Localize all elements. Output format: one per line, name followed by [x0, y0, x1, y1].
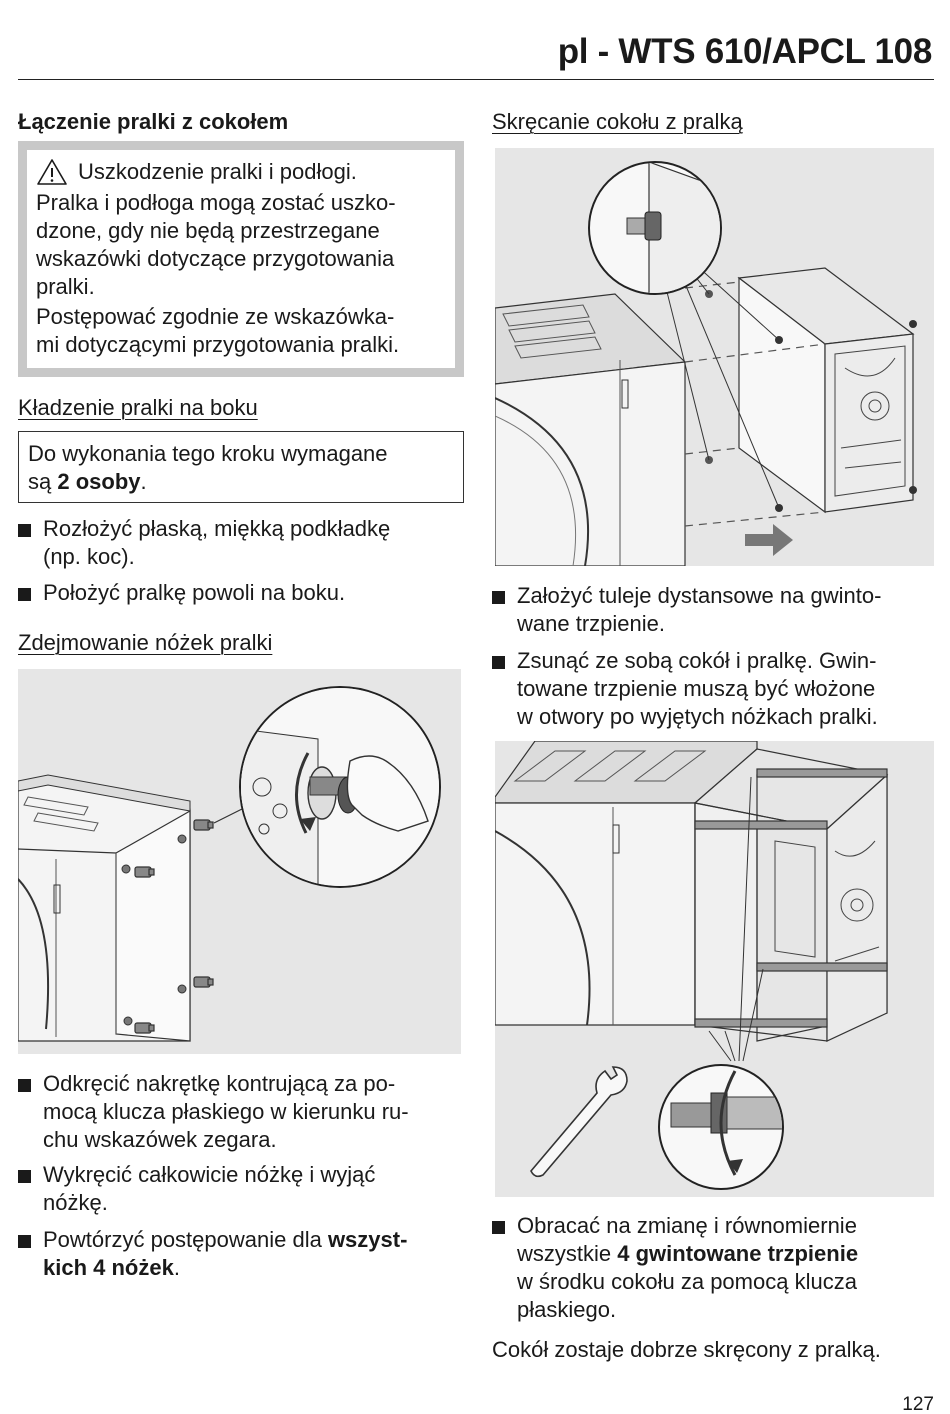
bullet-square-icon — [18, 1170, 31, 1183]
text-line: (np. koc). — [43, 544, 135, 569]
text-span: są — [28, 469, 58, 494]
text-line: Założyć tuleje dystansowe na gwinto- — [517, 583, 882, 608]
closing-text: Cokół zostaje dobrze skręcony z pralką. — [492, 1337, 881, 1362]
page-number: 127 — [902, 1394, 934, 1414]
text-line: Zsunąć ze sobą cokół i pralkę. Gwin- — [517, 648, 877, 673]
bold-span: wszyst- — [327, 1227, 408, 1252]
subheading-screwing-plinth: Skręcanie cokołu z pralką — [492, 109, 743, 134]
list-item: Założyć tuleje dystansowe na gwinto-wane… — [492, 582, 881, 638]
bullet-square-icon — [18, 1079, 31, 1092]
text-line: mocą klucza płaskiego w kierunku ru- — [43, 1099, 409, 1124]
text-line: Wykręcić całkowicie nóżkę i wyjąć — [43, 1162, 376, 1187]
list-item: Zsunąć ze sobą cokół i pralkę. Gwin-towa… — [492, 647, 878, 731]
subheading-laying-on-side: Kładzenie pralki na boku — [18, 395, 258, 420]
list-item: Położyć pralkę powoli na boku. — [18, 579, 345, 607]
warning-title: Uszkodzenie pralki i podłogi. — [78, 159, 357, 184]
text-line: wszystkie 4 gwintowane trzpienie — [517, 1240, 858, 1268]
bullet-square-icon — [18, 1235, 31, 1248]
list-item: Wykręcić całkowicie nóżkę i wyjąć nóżkę. — [18, 1161, 375, 1217]
text-line: dzone, gdy nie będą przestrzegane — [36, 218, 380, 243]
bullet-square-icon — [18, 588, 31, 601]
text-line: Położyć pralkę powoli na boku. — [43, 580, 346, 605]
text-line: kich 4 nóżek. — [43, 1254, 407, 1282]
text-line: towane trzpienie muszą być włożone — [517, 676, 876, 701]
warning-triangle-icon — [36, 158, 68, 186]
list-item: Odkręcić nakrętkę kontrującą za po-mocą … — [18, 1070, 409, 1154]
bold-span: 4 gwintowane trzpienie — [617, 1241, 859, 1266]
warning-title-line: Uszkodzenie pralki i podłogi. — [36, 158, 445, 186]
warning-paragraph-2: Postępować zgodnie ze wskazówka- mi doty… — [36, 303, 445, 359]
text-span: wszystkie — [517, 1241, 618, 1266]
text-line: w otwory po wyjętych nóżkach pralki. — [517, 704, 878, 729]
page-title: pl - WTS 610/APCL 108 — [557, 32, 933, 71]
bullet-square-icon — [492, 656, 505, 669]
text-line: Postępować zgodnie ze wskazówka- — [36, 304, 395, 329]
list-item: Obracać na zmianę i równomiernie wszystk… — [492, 1212, 858, 1324]
plinth-assembly-illustration — [495, 148, 934, 566]
text-line: wskazówki dotyczące przygotowania — [36, 246, 395, 271]
text-line: Obracać na zmianę i równomiernie — [517, 1213, 857, 1238]
text-line: Powtórzyć postępowanie dla wszyst- — [43, 1226, 407, 1254]
text-line: w środku cokołu za pomocą klucza — [517, 1269, 857, 1294]
text-line: Pralka i podłoga mogą zostać uszko- — [36, 190, 396, 215]
text-line: pralki. — [36, 274, 95, 299]
text-span: . — [140, 469, 147, 494]
text-line: płaskiego. — [517, 1297, 617, 1322]
subheading-removing-feet: Zdejmowanie nóżek pralki — [18, 630, 273, 655]
info-box: Do wykonania tego kroku wymagane są 2 os… — [18, 431, 464, 503]
list-item: Powtórzyć postępowanie dla wszyst- kich … — [18, 1226, 407, 1282]
text-span: Powtórzyć postępowanie dla — [43, 1227, 328, 1252]
page-header: pl - WTS 610/APCL 108 — [18, 30, 934, 80]
bold-span: 2 osoby — [57, 469, 141, 494]
bullet-square-icon — [492, 591, 505, 604]
warning-box: Uszkodzenie pralki i podłogi. Pralka i p… — [18, 141, 464, 377]
bold-span: kich 4 nóżek — [43, 1255, 174, 1280]
section-heading: Łączenie pralki z cokołem — [18, 109, 289, 134]
removing-feet-illustration — [18, 669, 461, 1054]
list-item: Rozłożyć płaską, miękką podkładkę (np. ko… — [18, 515, 390, 571]
text-line: wane trzpienie. — [517, 611, 665, 636]
text-line: chu wskazówek zegara. — [43, 1127, 277, 1152]
warning-paragraph-1: Pralka i podłoga mogą zostać uszko- dzon… — [36, 189, 445, 301]
threaded-rods-illustration — [495, 741, 934, 1197]
text-span: . — [173, 1255, 180, 1280]
text-line: nóżkę. — [43, 1190, 108, 1215]
text-line: Do wykonania tego kroku wymagane — [28, 441, 388, 466]
text-line: Odkręcić nakrętkę kontrującą za po- — [43, 1071, 396, 1096]
bullet-square-icon — [18, 524, 31, 537]
text-line: są 2 osoby. — [28, 468, 453, 496]
bullet-square-icon — [492, 1221, 505, 1234]
text-line: Rozłożyć płaską, miękką podkładkę — [43, 516, 391, 541]
text-line: mi dotyczącymi przygotowania pralki. — [36, 332, 400, 357]
